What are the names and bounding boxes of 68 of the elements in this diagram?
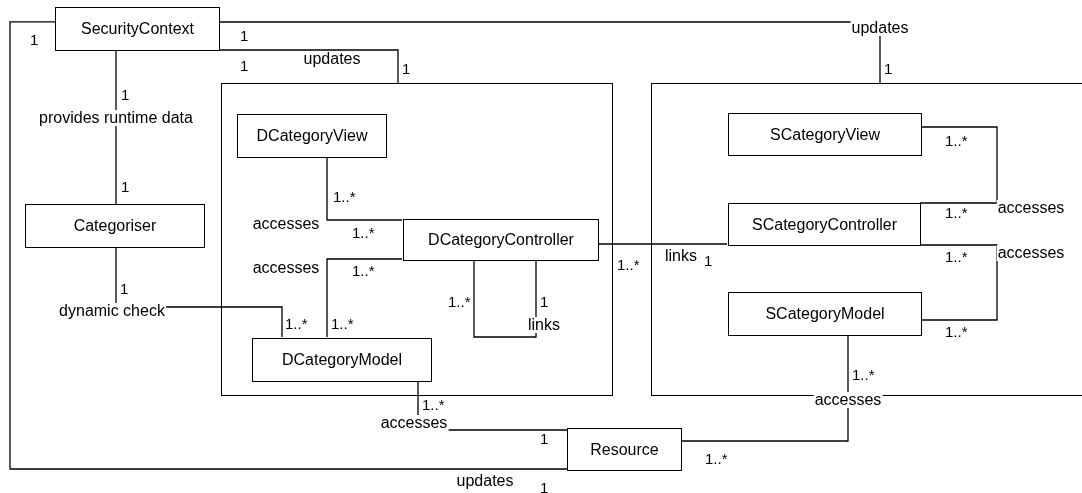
class-name: Categoriser xyxy=(73,216,157,236)
class-box xyxy=(728,292,922,336)
class-box xyxy=(237,114,387,158)
class-box xyxy=(252,338,432,382)
association-line xyxy=(219,49,399,84)
package-frame xyxy=(651,83,1082,396)
multiplicity-label: 1..* xyxy=(705,451,728,466)
multiplicity-label: 1..* xyxy=(945,324,968,339)
association-line xyxy=(326,156,403,221)
class-box xyxy=(25,204,205,248)
multiplicity-label: 1..* xyxy=(945,205,968,220)
multiplicity-label: 1 xyxy=(540,431,549,446)
multiplicity-label: 1..* xyxy=(617,257,640,272)
multiplicity-label: 1 xyxy=(240,28,249,43)
association-line xyxy=(473,259,537,338)
multiplicity-label: 1 xyxy=(884,61,893,76)
class-box xyxy=(728,113,922,156)
class-name: SecurityContext xyxy=(81,19,194,39)
edge-label: accesses xyxy=(996,245,1066,261)
association-line xyxy=(9,21,568,470)
multiplicity-label: 1..* xyxy=(352,263,375,278)
class-name: Resource xyxy=(590,439,659,460)
class-name: DCategoryController xyxy=(428,230,574,250)
edge-label: dynamic check xyxy=(58,303,166,319)
association-line xyxy=(219,21,881,84)
association-line xyxy=(115,50,117,205)
multiplicity-label: 1 xyxy=(30,32,39,47)
association-line xyxy=(326,258,403,338)
edge-label: accesses xyxy=(813,392,883,408)
multiplicity-label: 1 xyxy=(121,87,130,102)
class-box xyxy=(55,7,220,51)
package-frame xyxy=(221,83,613,396)
multiplicity-label: 1..* xyxy=(945,133,968,148)
class-box xyxy=(403,219,599,261)
class-name: SCategoryModel xyxy=(765,304,885,324)
edge-label: updates xyxy=(302,51,362,67)
edge-label: accesses xyxy=(379,415,449,431)
multiplicity-label: 1 xyxy=(704,253,713,268)
association-line xyxy=(919,126,998,204)
edge-label: links xyxy=(527,317,561,333)
association-line xyxy=(919,244,998,321)
multiplicity-label: 1 xyxy=(540,480,549,493)
multiplicity-label: 1 xyxy=(121,179,130,194)
multiplicity-label: 1..* xyxy=(352,225,375,240)
multiplicity-label: 1..* xyxy=(422,397,445,412)
multiplicity-label: 1..* xyxy=(945,249,968,264)
edge-label: accesses xyxy=(996,200,1066,216)
multiplicity-label: 1 xyxy=(240,58,249,73)
class-box xyxy=(567,428,682,471)
association-line xyxy=(597,243,728,245)
class-name: DCategoryModel xyxy=(281,350,403,370)
multiplicity-label: 1 xyxy=(402,61,411,76)
association-line xyxy=(681,334,849,442)
multiplicity-label: 1..* xyxy=(285,316,308,331)
multiplicity-label: 1 xyxy=(540,294,549,309)
edge-label: links xyxy=(664,248,698,264)
multiplicity-label: 1..* xyxy=(331,316,354,331)
edge-label: provides runtime data xyxy=(38,110,194,126)
class-name: SCategoryView xyxy=(770,124,880,145)
edge-label: updates xyxy=(455,473,515,489)
multiplicity-label: 1..* xyxy=(852,367,875,382)
multiplicity-label: 1..* xyxy=(333,189,356,204)
class-box xyxy=(728,203,921,246)
class-name: DCategoryView xyxy=(256,126,368,146)
class-name: SCategoryController xyxy=(752,214,897,235)
edge-label: updates xyxy=(850,20,910,36)
multiplicity-label: 1..* xyxy=(448,294,471,309)
multiplicity-label: 1 xyxy=(120,281,129,296)
